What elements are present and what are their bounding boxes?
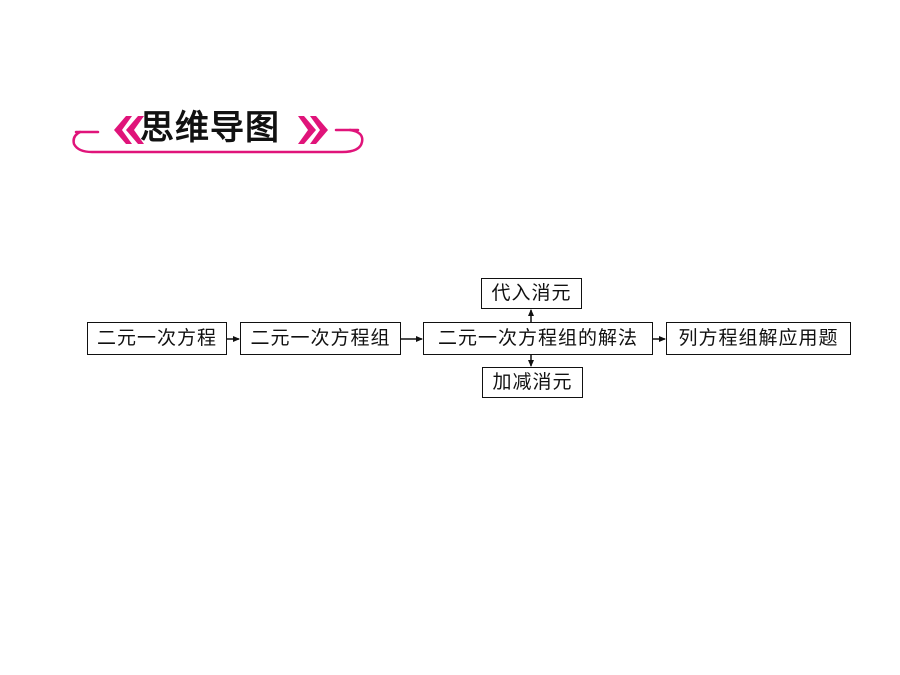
banner-frame: [72, 116, 364, 154]
left-double-chevron-icon: [114, 116, 144, 144]
page-title: 思维导图: [140, 108, 280, 148]
node-word-problems: 列方程组解应用题: [666, 322, 851, 355]
title-banner: [68, 106, 368, 158]
node-addition-elimination: 加减消元: [482, 367, 583, 398]
node-solving-methods: 二元一次方程组的解法: [423, 322, 653, 355]
right-double-chevron-icon: [298, 116, 328, 144]
node-substitution-elimination: 代入消元: [481, 278, 582, 309]
node-equation-system: 二元一次方程组: [240, 322, 401, 355]
node-linear-equation: 二元一次方程: [87, 322, 227, 355]
banner-curve: [72, 128, 364, 154]
